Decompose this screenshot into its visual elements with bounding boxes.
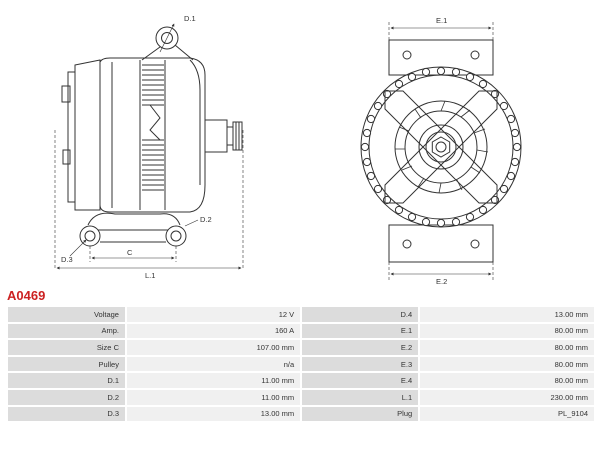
part-number-title: A0469 <box>7 288 46 303</box>
spec-label: D.3 <box>8 406 125 422</box>
fan-blades <box>395 100 489 194</box>
label-e2: E.2 <box>436 277 447 286</box>
label-c: C <box>127 248 133 257</box>
spec-value: 80.00 mm <box>420 356 594 372</box>
spec-label: Plug <box>302 406 419 422</box>
table-row: Voltage 12 V D.4 13.00 mm <box>8 307 594 322</box>
label-l1: L.1 <box>145 271 155 280</box>
spec-value: 13.00 mm <box>420 307 594 322</box>
spec-label: Size C <box>8 340 125 355</box>
spec-value: 80.00 mm <box>420 323 594 339</box>
spec-label: E.1 <box>302 323 419 339</box>
table-row: Pulley n/a E.3 80.00 mm <box>8 356 594 372</box>
spec-label: D.4 <box>302 307 419 322</box>
spec-table: Voltage 12 V D.4 13.00 mm Amp. 160 A E.1… <box>6 305 596 423</box>
label-d3: D.3 <box>61 255 73 264</box>
spec-value: 11.00 mm <box>126 373 301 388</box>
spec-value: 13.00 mm <box>126 406 301 422</box>
spec-value: 11.00 mm <box>126 389 301 405</box>
spec-label: E.2 <box>302 340 419 355</box>
spec-label: E.3 <box>302 356 419 372</box>
spec-label: Amp. <box>8 323 125 339</box>
table-row: D.2 11.00 mm L.1 230.00 mm <box>8 389 594 405</box>
spec-value: 80.00 mm <box>420 340 594 355</box>
front-dimensions <box>388 22 494 280</box>
spec-value: PL_9104 <box>420 406 594 422</box>
spec-label: Pulley <box>8 356 125 372</box>
front-view <box>360 39 522 263</box>
table-row: Amp. 160 A E.1 80.00 mm <box>8 323 594 339</box>
spec-label: L.1 <box>302 389 419 405</box>
spec-label: E.4 <box>302 373 419 388</box>
label-d1: D.1 <box>184 14 196 23</box>
table-row: Size C 107.00 mm E.2 80.00 mm <box>8 340 594 355</box>
spec-label: D.2 <box>8 389 125 405</box>
spec-value: 230.00 mm <box>420 389 594 405</box>
spec-value: 160 A <box>126 323 301 339</box>
table-row: D.3 13.00 mm Plug PL_9104 <box>8 406 594 422</box>
table-row: D.1 11.00 mm E.4 80.00 mm <box>8 373 594 388</box>
label-d2: D.2 <box>200 215 212 224</box>
spec-value: 12 V <box>126 307 301 322</box>
spec-value: 80.00 mm <box>420 373 594 388</box>
side-view <box>61 26 243 247</box>
label-e1: E.1 <box>436 16 447 25</box>
spec-value: 107.00 mm <box>126 340 301 355</box>
spec-label: D.1 <box>8 373 125 388</box>
spec-label: Voltage <box>8 307 125 322</box>
spec-value: n/a <box>126 356 301 372</box>
technical-drawing: D.1 D.2 D.3 C L.1 <box>54 14 522 286</box>
side-dimensions <box>54 23 244 270</box>
